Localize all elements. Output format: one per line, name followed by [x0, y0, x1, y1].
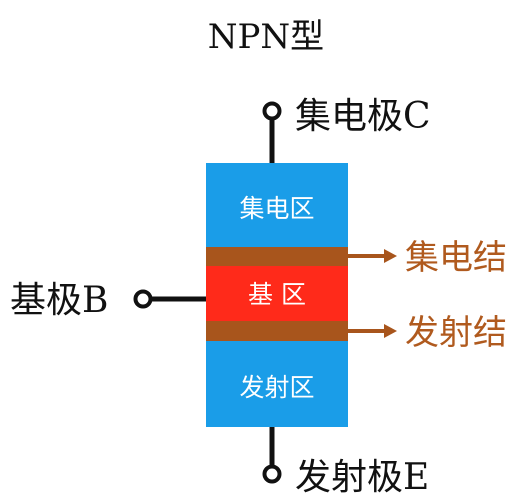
- collector-terminal-label: 集电极C: [295, 96, 431, 137]
- collector-junction-band: [206, 247, 348, 266]
- base-region-label: 基 区: [248, 280, 306, 309]
- emitter-terminal-label: 发射极E: [295, 457, 429, 498]
- emitter-region-label: 发射区: [239, 373, 314, 402]
- base-region: [206, 266, 348, 321]
- collector-region: [206, 163, 348, 247]
- emitter-junction-band: [206, 321, 348, 341]
- diagram-title: NPN型: [208, 17, 324, 57]
- collector-junction-arrow-head: [384, 249, 397, 263]
- emitter-junction-arrow-head: [384, 324, 397, 338]
- collector-region-label: 集电区: [239, 194, 314, 223]
- base-terminal: [133, 289, 153, 309]
- base-terminal-label: 基极B: [10, 280, 108, 321]
- emitter-junction-label: 发射结: [405, 313, 507, 353]
- collector-junction-label: 集电结: [405, 238, 507, 278]
- emitter-region: [206, 341, 348, 427]
- emitter-terminal: [262, 464, 282, 484]
- collector-terminal: [262, 101, 282, 121]
